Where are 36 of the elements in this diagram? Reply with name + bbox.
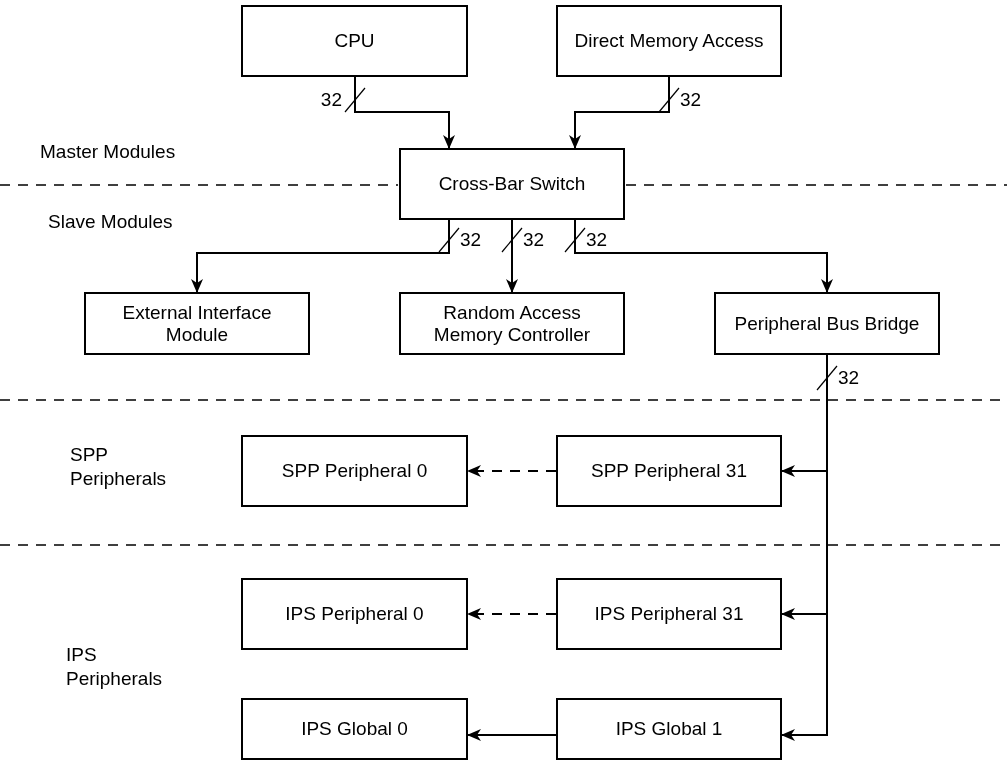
module-box xyxy=(84,292,310,355)
module-label: IPS Global 1 xyxy=(615,718,723,740)
section-label: IPS Peripherals xyxy=(66,643,164,691)
module-box xyxy=(241,578,468,650)
module-label: SPP Peripheral 0 xyxy=(281,460,428,482)
module-label: SPP Peripheral 31 xyxy=(591,460,747,482)
dashed-arrow xyxy=(467,465,557,477)
module-label: Direct Memory Access xyxy=(574,30,764,52)
module-label: External Interface Module xyxy=(121,301,273,346)
module-box xyxy=(399,292,625,355)
module-box xyxy=(241,698,468,760)
module-box xyxy=(556,435,782,507)
arrow xyxy=(467,729,557,741)
module-box xyxy=(556,5,782,77)
arrow xyxy=(191,219,450,293)
module-label: IPS Global 0 xyxy=(301,718,408,740)
module-box xyxy=(399,148,625,220)
arrow xyxy=(506,219,518,293)
section-label: SPP Peripherals xyxy=(70,443,168,491)
module-label: IPS Peripheral 31 xyxy=(594,603,744,625)
dashed-arrow xyxy=(467,608,557,620)
module-box xyxy=(556,578,782,650)
module-label: CPU xyxy=(334,30,375,52)
module-box xyxy=(241,435,468,507)
module-label: IPS Peripheral 0 xyxy=(285,603,424,625)
section-label: Master Modules xyxy=(40,140,177,164)
arrow xyxy=(569,76,670,149)
section-label: Slave Modules xyxy=(48,210,174,234)
arrow xyxy=(574,219,833,293)
module-label: Cross-Bar Switch xyxy=(438,173,586,195)
module-label: Random Access Memory Controller xyxy=(432,301,592,346)
module-label: Peripheral Bus Bridge xyxy=(734,312,920,335)
module-box xyxy=(241,5,468,77)
module-box xyxy=(714,292,940,355)
arrow xyxy=(354,76,455,149)
module-box xyxy=(556,698,782,760)
